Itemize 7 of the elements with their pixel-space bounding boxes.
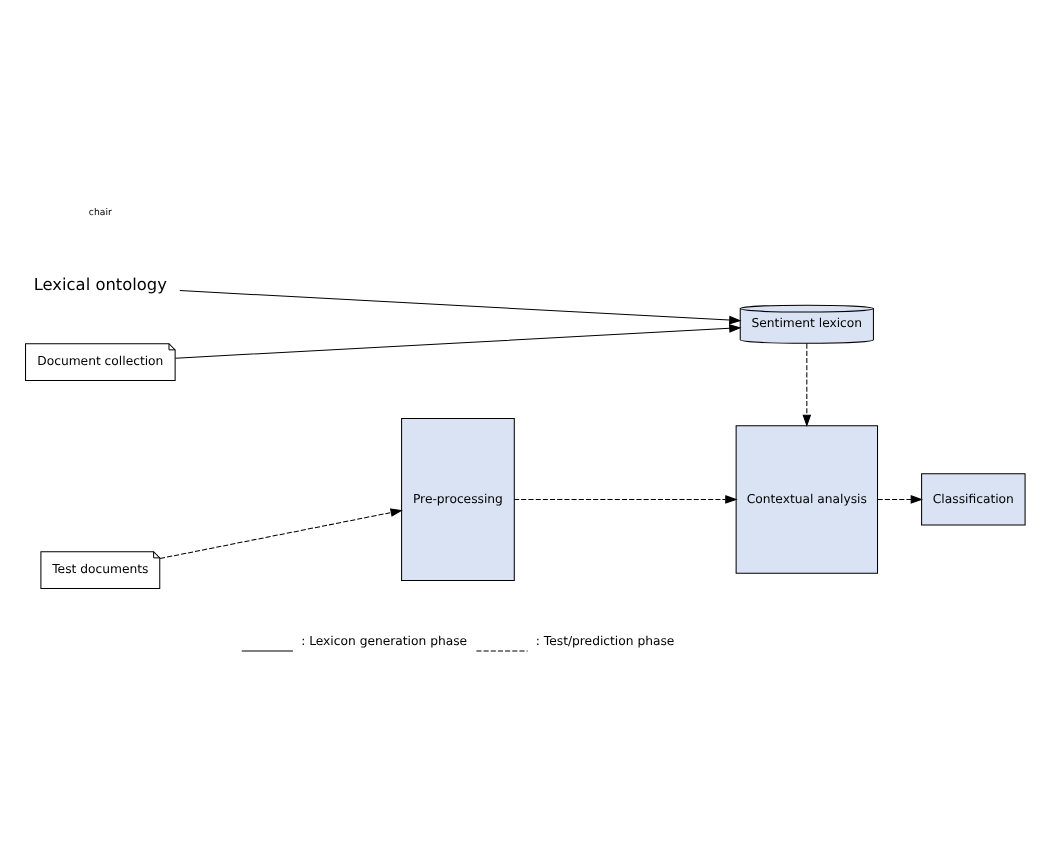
node-text: Lexical ontology	[33, 273, 167, 294]
arrow	[802, 342, 812, 427]
arrow	[513, 494, 738, 503]
arrow	[159, 507, 403, 558]
arrow	[877, 494, 923, 503]
arrow	[179, 289, 742, 324]
arrow	[174, 323, 742, 358]
